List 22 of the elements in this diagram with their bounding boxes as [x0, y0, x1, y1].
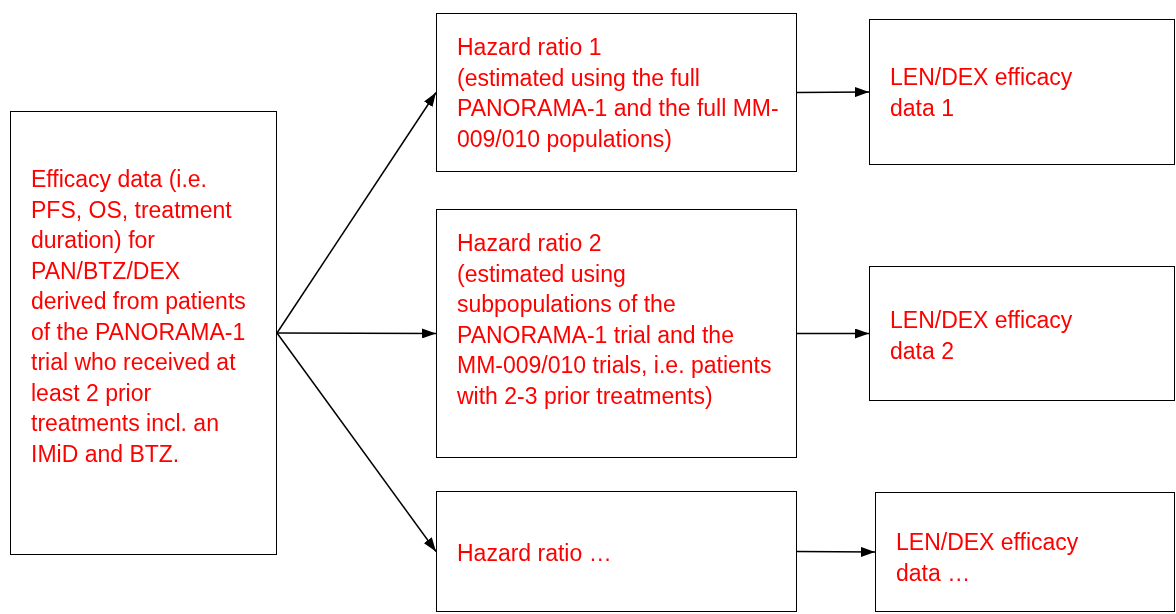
box-text: LEN/DEX efficacy data … — [896, 528, 1080, 588]
box-text: Hazard ratio 1 — [457, 33, 603, 62]
box-text: Efficacy data (i.e. PFS, OS, treatment duration) for PAN/BTZ/DEX derived from patients of the PANORAMA-1 trial who received at least 2 prior treatments incl. an IMiD and BTZ. — [31, 165, 246, 469]
box-text: LEN/DEX efficacy data 2 — [890, 306, 1074, 366]
box-text: LEN/DEX efficacy data 1 — [890, 63, 1074, 123]
process-box — [875, 492, 1175, 612]
process-box — [869, 266, 1175, 401]
box-text: (estimated using the full PANORAMA-1 and the full MM-009/010 populations) — [457, 63, 780, 154]
arrow — [276, 91, 437, 334]
arrow — [276, 328, 437, 339]
arrow — [276, 332, 437, 553]
arrow — [796, 87, 870, 98]
arrow — [796, 328, 870, 339]
process-box — [869, 19, 1175, 165]
process-box — [436, 13, 797, 172]
process-box — [10, 111, 277, 555]
process-box — [436, 491, 797, 612]
process-box — [436, 209, 797, 458]
box-text: (estimated using subpopulations of the PANORAMA-1 trial and the MM-009/010 trials, i.e. patients with 2-3 prior treatments) — [457, 259, 773, 411]
box-text: Hazard ratio … — [457, 539, 613, 568]
arrow — [796, 546, 876, 557]
box-text: Hazard ratio 2 — [457, 229, 603, 258]
